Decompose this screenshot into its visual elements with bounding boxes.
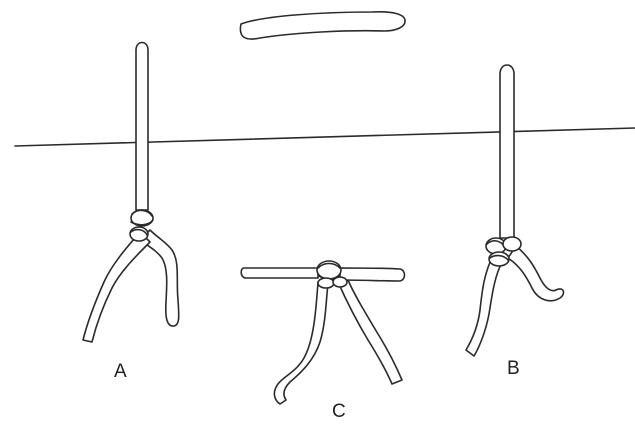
label-c: C — [332, 402, 346, 421]
loose-rope-piece — [240, 12, 405, 39]
knot-a — [83, 43, 179, 343]
knot-c — [241, 261, 404, 404]
horizontal-bar-line — [15, 128, 635, 146]
label-a: A — [114, 362, 127, 381]
label-b: B — [507, 359, 520, 378]
knot-b — [466, 65, 563, 356]
